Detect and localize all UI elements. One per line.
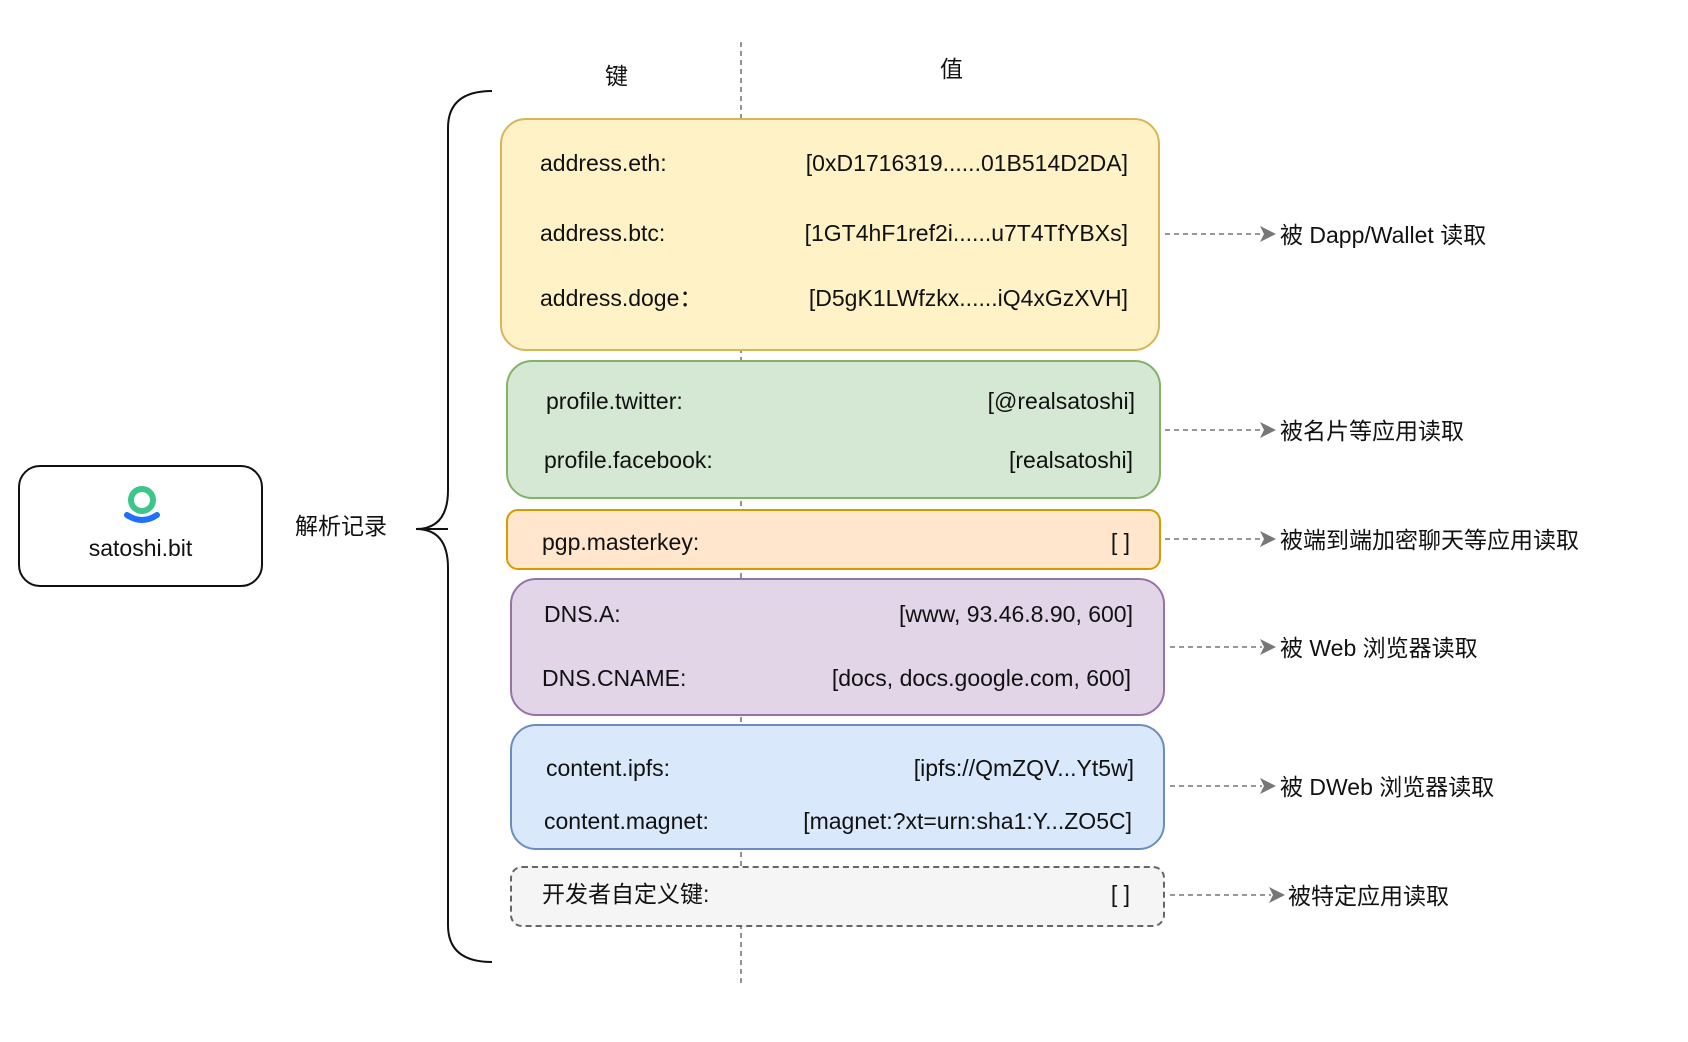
record-value: [docs, docs.google.com, 600] xyxy=(831,665,1131,691)
record-value: [0xD1716319......01B514D2DA] xyxy=(805,150,1128,176)
address-record-group xyxy=(500,118,1160,351)
record-value: [1GT4hF1ref2i......u7T4TfYBXs] xyxy=(804,220,1128,246)
record-value: [@realsatoshi] xyxy=(987,388,1135,414)
arrow-head-content xyxy=(1260,778,1276,794)
record-key: address.eth: xyxy=(540,150,667,176)
reader-note-profile: 被名片等应用读取 xyxy=(1280,418,1464,444)
record-key: content.magnet: xyxy=(544,808,709,834)
arrow-head-address xyxy=(1260,226,1276,242)
record-value: [realsatoshi] xyxy=(1008,447,1133,473)
reader-note-custom: 被特定应用读取 xyxy=(1288,883,1449,909)
record-key: pgp.masterkey: xyxy=(542,529,700,555)
reader-note-pgp: 被端到端加密聊天等应用读取 xyxy=(1280,527,1579,553)
arrow-head-profile xyxy=(1260,422,1276,438)
record-key: DNS.CNAME: xyxy=(542,665,687,691)
domain-entity-box: satoshi.bit xyxy=(18,465,263,587)
record-value: [magnet:?xt=urn:sha1:Y...ZO5C] xyxy=(803,808,1132,834)
record-key: profile.facebook: xyxy=(544,447,713,473)
record-key: address.doge： xyxy=(540,285,703,311)
record-key: address.btc: xyxy=(540,220,666,246)
custom-record-group xyxy=(510,866,1165,927)
domain-name: satoshi.bit xyxy=(88,535,193,561)
profile-record-group xyxy=(506,360,1161,499)
reader-note-content: 被 DWeb 浏览器读取 xyxy=(1280,774,1495,800)
records-brace xyxy=(415,90,493,963)
content-record-group xyxy=(510,724,1165,850)
record-key: DNS.A: xyxy=(544,601,621,627)
dotbit-logo-icon xyxy=(124,486,160,523)
record-value: [www, 93.46.8.90, 600] xyxy=(899,601,1133,627)
record-value: [ ] xyxy=(1110,881,1130,907)
record-key: 开发者自定义键: xyxy=(542,881,710,907)
arrow-head-pgp xyxy=(1260,531,1276,547)
pgp-record-group xyxy=(506,509,1161,570)
reader-note-dns: 被 Web 浏览器读取 xyxy=(1280,635,1478,661)
dns-record-group xyxy=(510,578,1165,716)
records-label: 解析记录 xyxy=(295,513,387,539)
record-value: [ipfs://QmZQV...Yt5w] xyxy=(913,755,1134,781)
arrow-head-custom xyxy=(1269,887,1285,903)
record-key: profile.twitter: xyxy=(546,388,683,414)
reader-note-address: 被 Dapp/Wallet 读取 xyxy=(1280,222,1487,248)
record-key: content.ipfs: xyxy=(546,755,671,781)
record-value: [D5gK1LWfzkx......iQ4xGzXVH] xyxy=(808,285,1128,311)
record-value: [ ] xyxy=(1110,529,1130,555)
key-column-header: 键 xyxy=(605,63,628,89)
value-column-header: 值 xyxy=(940,56,963,82)
arrow-head-dns xyxy=(1260,639,1276,655)
